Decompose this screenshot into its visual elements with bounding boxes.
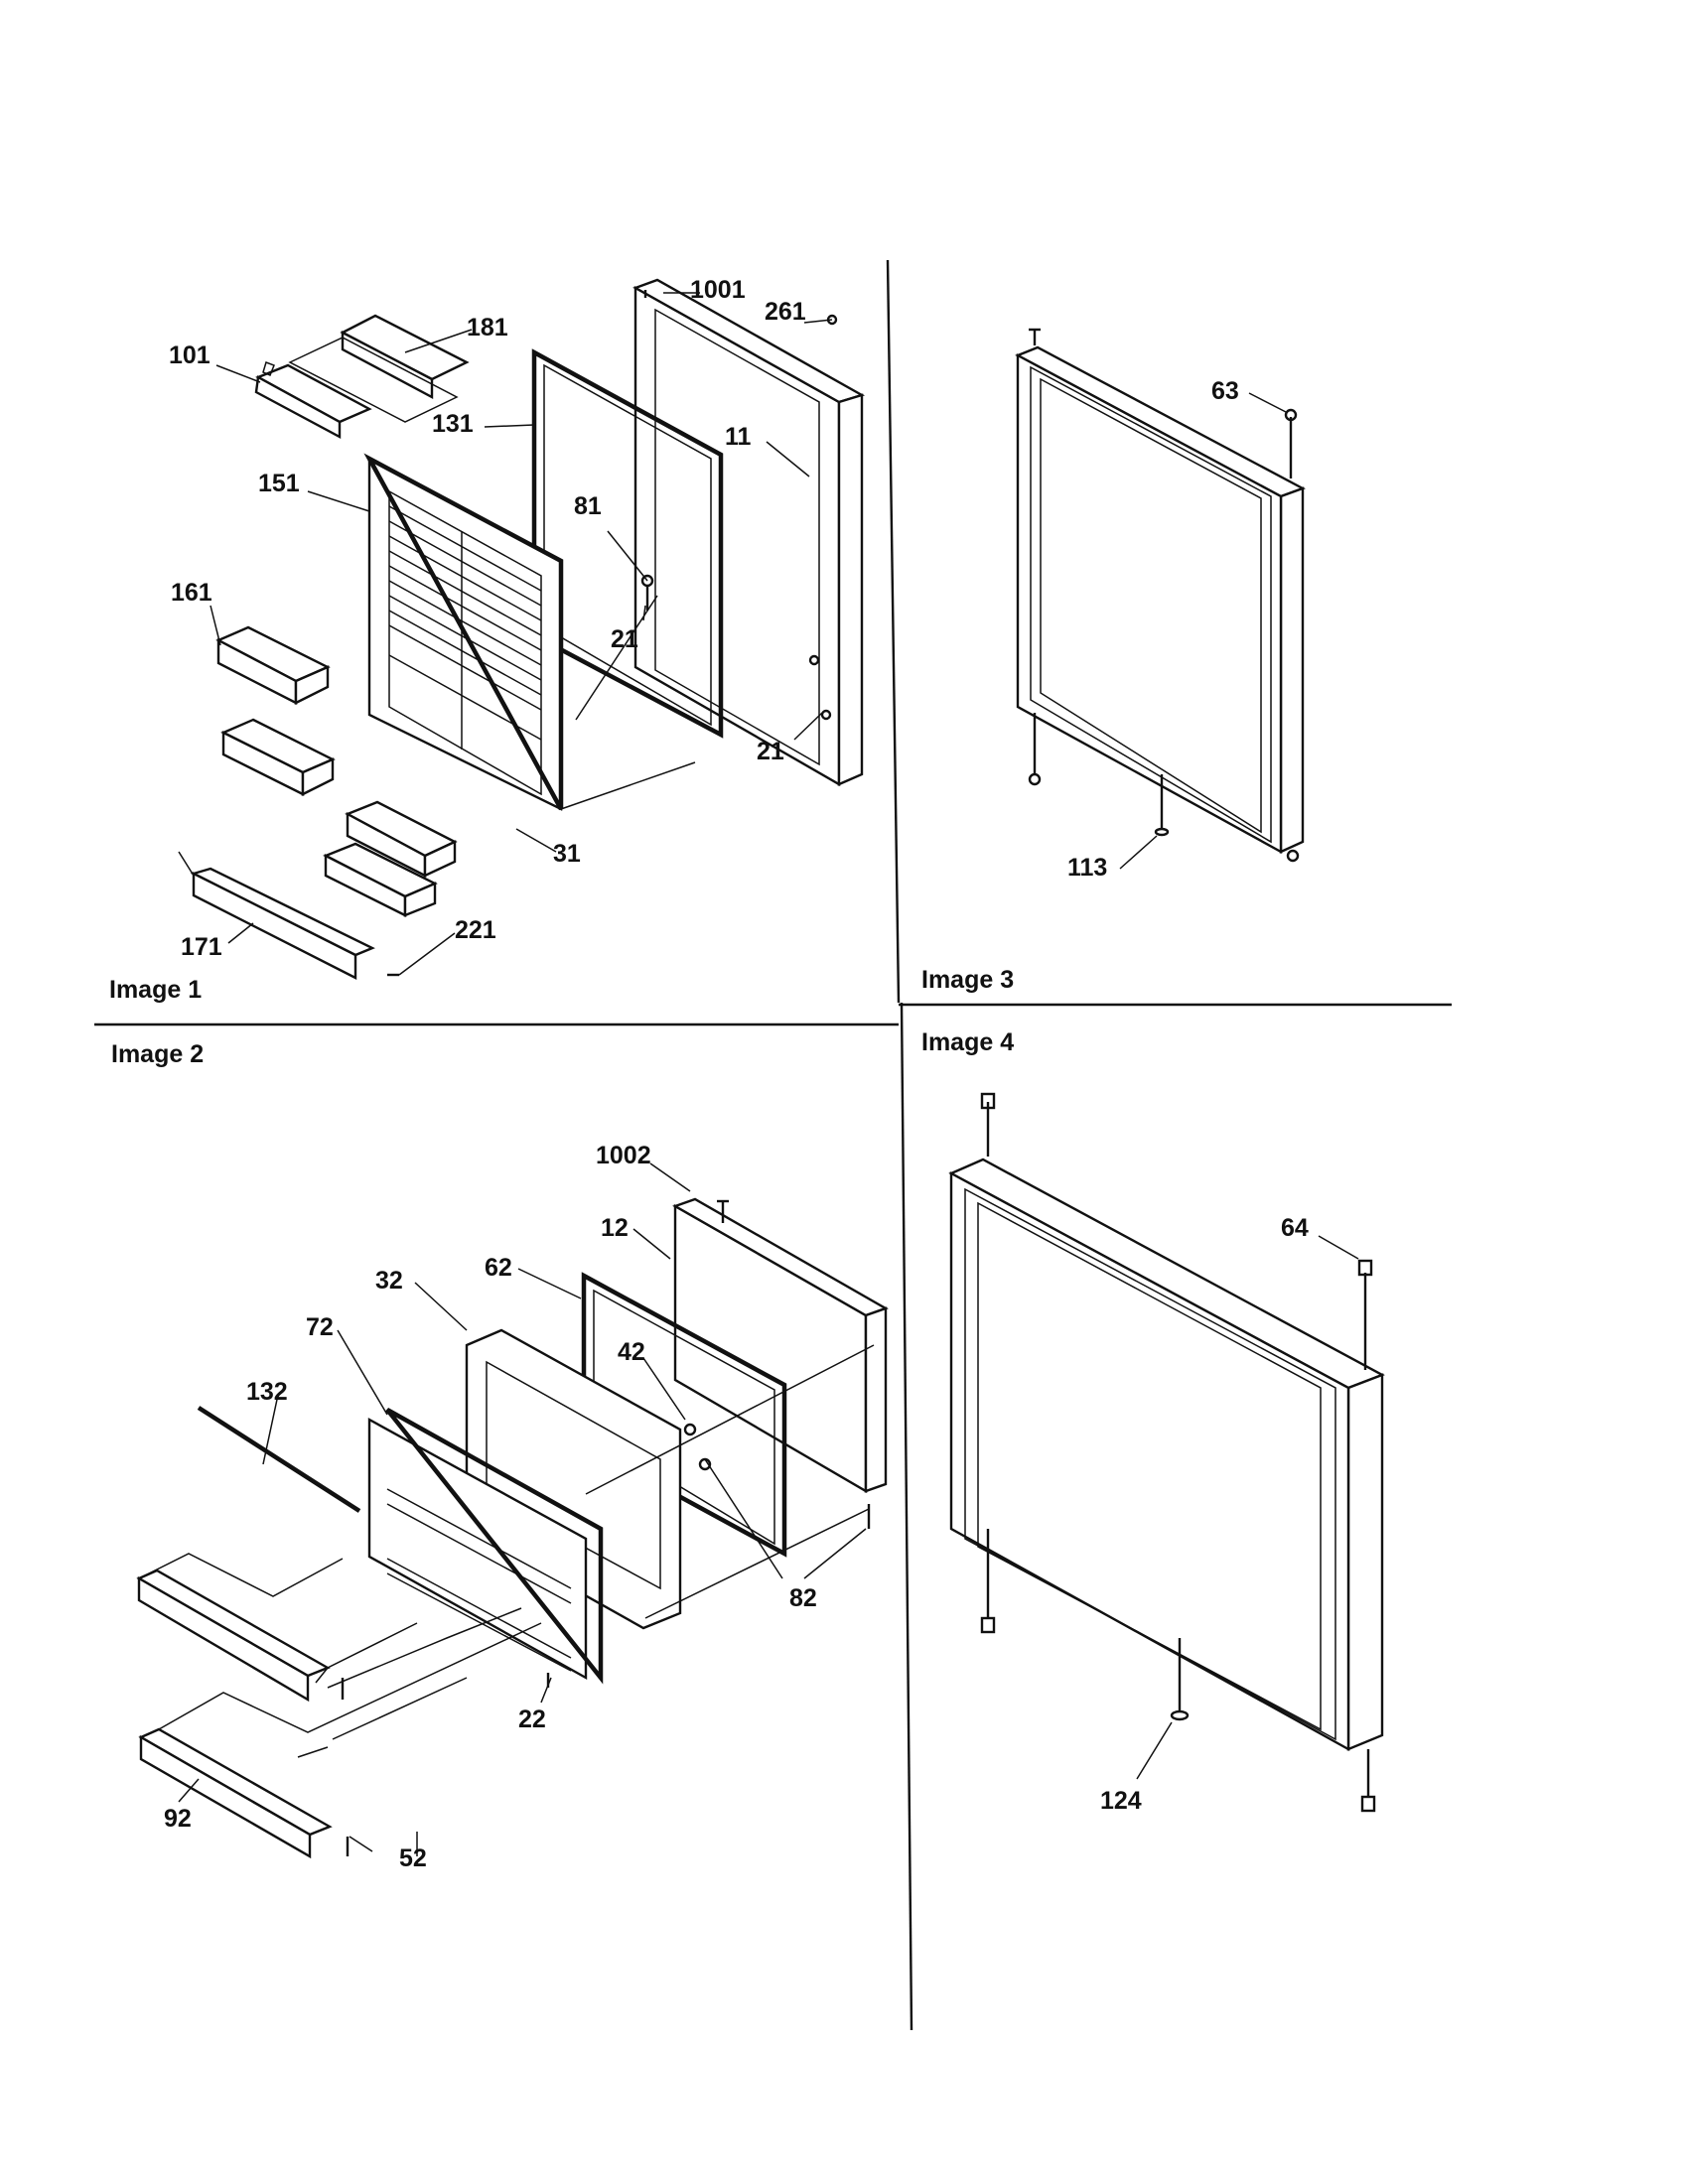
label-82: 82 [789, 1584, 817, 1612]
label-261: 261 [765, 298, 806, 326]
label-92: 92 [164, 1805, 192, 1833]
door-bin-161-c [345, 800, 458, 878]
label-52: 52 [399, 1844, 427, 1872]
assembly-lines-image2 [138, 1344, 875, 1856]
label-132: 132 [246, 1378, 288, 1406]
door-frame-image3 [1015, 345, 1306, 855]
label-171: 171 [181, 933, 222, 961]
door-bin-161-a [215, 625, 331, 705]
label-62: 62 [485, 1254, 512, 1282]
caption-image-3: Image 3 [921, 966, 1014, 994]
door-shelf-92-lower [138, 1727, 333, 1859]
image-3: 63 113 Image 3 [921, 328, 1306, 994]
door-bin-161-d [323, 842, 438, 917]
label-1001: 1001 [690, 276, 746, 304]
label-32: 32 [375, 1267, 403, 1295]
dairy-cover-181 [288, 314, 470, 423]
door-shelf-171 [178, 851, 375, 980]
label-64: 64 [1281, 1214, 1309, 1242]
leaders-image3 [1119, 392, 1287, 870]
label-131: 131 [432, 410, 474, 438]
label-113: 113 [1067, 854, 1107, 882]
caption-image-2: Image 2 [111, 1040, 204, 1068]
door-frame-11 [632, 278, 866, 787]
liner-72-ribs [386, 1488, 572, 1672]
label-31: 31 [553, 840, 581, 868]
label-151: 151 [258, 470, 300, 497]
door-frame-image4 [948, 1158, 1385, 1752]
label-21-a: 21 [611, 625, 638, 653]
image-4: 64 124 Image 4 [921, 1028, 1385, 1815]
label-63: 63 [1211, 377, 1239, 405]
screws-image4 [980, 1092, 1376, 1813]
door-frame-12 [672, 1197, 889, 1494]
label-12: 12 [601, 1214, 629, 1242]
door-shelf-92-upper [136, 1569, 331, 1703]
divider-vertical-bottom [900, 1002, 913, 2031]
dairy-bin-101 [254, 361, 372, 440]
door-bin-161-b [220, 718, 336, 796]
label-161: 161 [171, 579, 212, 607]
label-181: 181 [467, 314, 508, 341]
image-2: 1002 12 62 32 72 42 132 82 22 92 52 Imag… [111, 1040, 889, 1872]
leaders-image4 [1136, 1235, 1359, 1780]
label-221: 221 [455, 916, 496, 944]
image-1: 1001 261 181 101 131 11 151 81 161 21 21… [109, 276, 866, 1004]
liner-shelf-ribs [388, 505, 542, 750]
label-1002: 1002 [596, 1142, 651, 1169]
gasket-131 [531, 348, 724, 739]
label-42: 42 [618, 1338, 645, 1366]
door-liner-72 [367, 1408, 604, 1685]
label-11: 11 [725, 423, 752, 451]
divider-vertical-top [886, 259, 901, 1004]
label-22: 22 [518, 1706, 546, 1733]
leaders-image2 [178, 1162, 867, 1852]
label-81: 81 [574, 492, 602, 520]
label-101: 101 [169, 341, 210, 369]
screws-image3 [1028, 328, 1300, 863]
rod-132 [197, 1406, 361, 1513]
label-21-b: 21 [757, 738, 784, 765]
caption-image-4: Image 4 [921, 1028, 1014, 1056]
label-72: 72 [306, 1313, 334, 1341]
caption-image-1: Image 1 [109, 976, 202, 1004]
leaders-image1 [210, 292, 833, 976]
door-liner-151 [363, 453, 564, 811]
label-124: 124 [1100, 1787, 1142, 1815]
